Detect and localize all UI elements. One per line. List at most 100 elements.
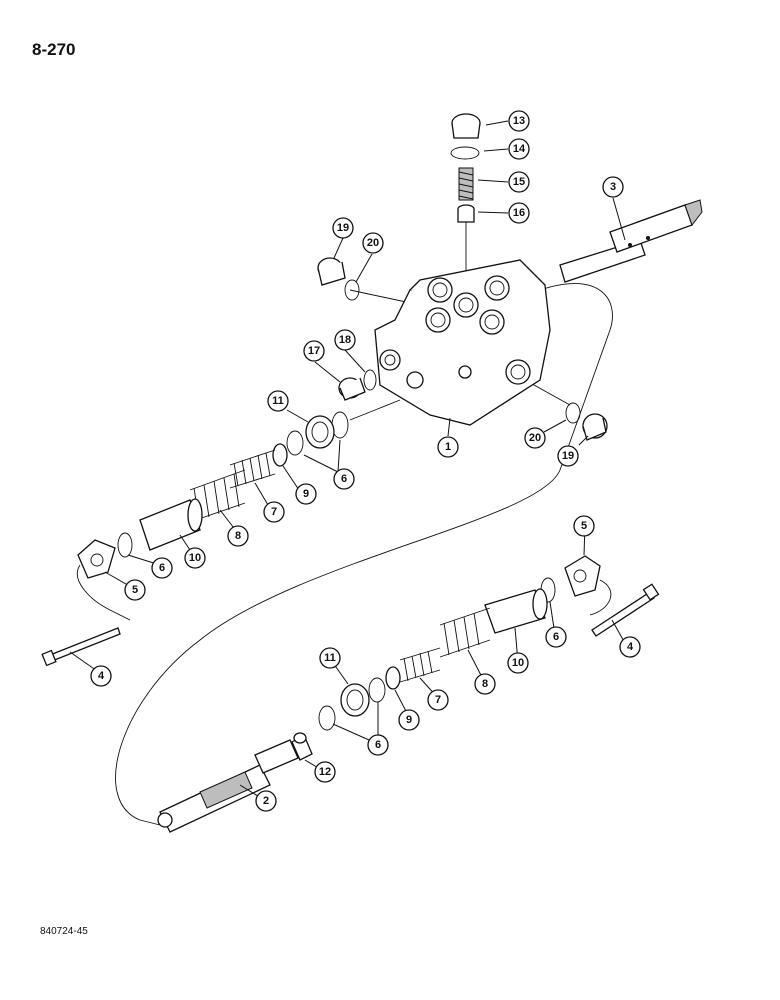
callout-8-upper: 8 [227, 525, 249, 547]
callout-19-upper: 19 [332, 217, 354, 239]
plug-17 [338, 377, 366, 401]
callout-7-upper: 7 [263, 501, 285, 523]
o-ring-6-upper-b [286, 430, 304, 456]
cap-11-lower [340, 683, 370, 717]
callout-7-lower: 7 [427, 689, 449, 711]
bolt-4-right [591, 583, 660, 637]
svg-text:9: 9 [303, 488, 309, 500]
callout-8-lower: 8 [474, 673, 496, 695]
callout-16: 16 [508, 202, 530, 224]
svg-text:7: 7 [271, 506, 277, 518]
svg-text:10: 10 [512, 657, 524, 669]
stop-12 [291, 732, 313, 761]
o-ring-20-lower [565, 402, 581, 424]
callout-20-lower: 20 [524, 427, 546, 449]
callout-4-left: 4 [90, 665, 112, 687]
svg-text:1: 1 [445, 441, 451, 453]
o-ring-20-upper [344, 279, 360, 301]
spring-7-lower [399, 647, 441, 683]
callout-10-upper: 10 [184, 547, 206, 569]
svg-text:19: 19 [562, 450, 574, 462]
callout-11-lower: 11 [319, 647, 341, 669]
callout-11-upper: 11 [267, 390, 289, 412]
callout-19-lower: 19 [557, 445, 579, 467]
callout-6-lower-a: 6 [545, 626, 567, 648]
svg-text:6: 6 [341, 473, 347, 485]
cap-5-lower [564, 555, 601, 597]
o-ring-14 [450, 146, 480, 160]
washer-9-upper [272, 443, 288, 467]
cap-5-upper [77, 539, 116, 579]
plug-13 [451, 113, 481, 139]
assembly-guide-line-left [76, 564, 131, 621]
svg-text:17: 17 [308, 345, 320, 357]
svg-text:5: 5 [581, 520, 587, 532]
cap-11-upper [305, 415, 335, 449]
o-ring-6-lower-b [368, 677, 386, 703]
plug-19-upper [317, 257, 346, 286]
plug-19-lower [582, 413, 608, 441]
callout-9-upper: 9 [295, 483, 317, 505]
svg-text:6: 6 [159, 562, 165, 574]
svg-text:8: 8 [482, 678, 488, 690]
illustration-code: 840724-45 [40, 926, 88, 937]
svg-text:14: 14 [513, 143, 526, 155]
assembly-guide-line-right [589, 579, 612, 616]
callout-18: 18 [334, 329, 356, 351]
callout-9-lower: 9 [398, 709, 420, 731]
page-number: 8-270 [32, 40, 76, 59]
svg-text:10: 10 [189, 552, 201, 564]
callout-6-upper-b: 6 [151, 557, 173, 579]
callout-5-lower: 5 [573, 515, 595, 537]
o-ring-18 [363, 369, 377, 391]
svg-text:13: 13 [513, 115, 525, 127]
svg-text:6: 6 [375, 739, 381, 751]
spring-7-upper [229, 449, 276, 489]
poppet-16 [457, 204, 475, 223]
svg-text:11: 11 [324, 652, 336, 664]
spool-2 [157, 739, 299, 833]
svg-text:19: 19 [337, 222, 349, 234]
callout-4-right: 4 [619, 636, 641, 658]
svg-text:2: 2 [263, 795, 269, 807]
callout-2: 2 [255, 790, 277, 812]
sleeve-10-upper [139, 498, 203, 551]
sleeve-10-lower [484, 588, 548, 634]
callout-10-lower: 10 [507, 652, 529, 674]
svg-text:20: 20 [529, 432, 541, 444]
callout-1: 1 [437, 436, 459, 458]
svg-text:9: 9 [406, 714, 412, 726]
svg-text:8: 8 [235, 530, 241, 542]
callout-3: 3 [602, 176, 624, 198]
svg-text:7: 7 [435, 694, 441, 706]
spring-15 [458, 167, 474, 201]
washer-9-lower [385, 666, 401, 690]
callout-17: 17 [303, 340, 325, 362]
callout-5-upper: 5 [124, 579, 146, 601]
o-ring-6-upper-c [117, 532, 133, 558]
svg-text:12: 12 [319, 766, 331, 778]
callout-6-upper-a: 6 [333, 468, 355, 490]
svg-text:4: 4 [98, 670, 105, 682]
spool-3 [559, 199, 703, 283]
svg-text:4: 4 [627, 641, 634, 653]
svg-text:5: 5 [132, 584, 138, 596]
callout-14: 14 [508, 138, 530, 160]
spring-8-lower [439, 607, 491, 658]
svg-text:3: 3 [610, 181, 616, 193]
callout-6-lower-b: 6 [367, 734, 389, 756]
svg-text:15: 15 [513, 176, 525, 188]
callout-13: 13 [508, 110, 530, 132]
callout-20-upper: 20 [362, 232, 384, 254]
assembly-guide-line-upper [115, 283, 613, 826]
o-ring-6-lower-c [318, 705, 336, 731]
guide-line-end [349, 399, 401, 421]
svg-text:16: 16 [513, 207, 525, 219]
svg-text:18: 18 [339, 334, 351, 346]
callout-15: 15 [508, 171, 530, 193]
valve-body-1 [374, 259, 551, 426]
svg-text:11: 11 [272, 395, 284, 407]
svg-text:6: 6 [553, 631, 559, 643]
callout-12: 12 [314, 761, 336, 783]
